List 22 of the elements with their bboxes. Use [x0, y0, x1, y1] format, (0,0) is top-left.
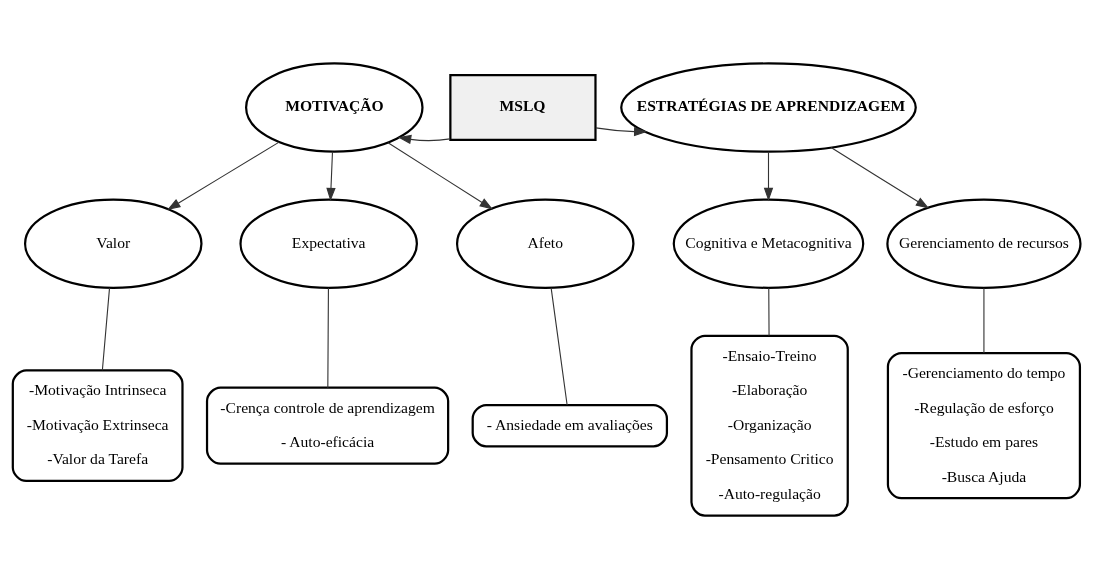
- node-ellipse: Cognitiva e Metacognitiva: [672, 198, 865, 289]
- node-box: -Gerenciamento do tempo -Regulação de esforço -Estudo em pares -Busca Ajuda: [886, 351, 1082, 499]
- connector: [983, 286, 985, 354]
- connector: [550, 286, 568, 406]
- node-ellipse: ESTRATÉGIAS DE APRENDIZAGEM: [620, 61, 917, 153]
- arrow: [397, 134, 451, 144]
- arrow: [326, 150, 336, 201]
- arrow: [830, 146, 930, 209]
- node-box: -Crença controle de aprendizagem - Auto-eficácia: [205, 386, 450, 465]
- connector: [101, 286, 111, 371]
- connector: [327, 286, 329, 388]
- node-box: -Motivação Intrinseca -Motivação Extrinseca -Valor da Tarefa: [11, 368, 184, 482]
- arrow: [387, 141, 493, 209]
- connector: [768, 286, 770, 336]
- node-box: - Ansiedade em avaliações: [471, 403, 669, 447]
- node-box: -Ensaio-Treino -Elaboração -Organização -Pensamento Critico -Auto-regulação: [690, 334, 849, 517]
- arrow: [167, 141, 280, 210]
- node-ellipse: Expectativa: [239, 198, 418, 289]
- node-box: MSLQ: [449, 73, 597, 141]
- arrow: [763, 150, 774, 201]
- node-ellipse: MOTIVAÇÃO: [245, 61, 424, 153]
- arrow: [595, 126, 648, 136]
